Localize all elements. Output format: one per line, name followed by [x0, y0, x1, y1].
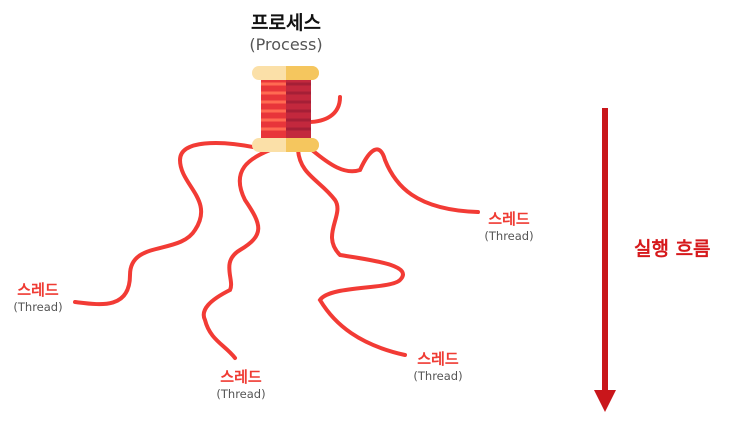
thread-label-left: 스레드 (Thread): [13, 281, 63, 314]
thread-strand-4: [310, 147, 480, 214]
process-title: 프로세스: [251, 12, 321, 34]
thread-label-lower-right: 스레드 (Thread): [413, 350, 463, 383]
arrow-down-icon: [594, 108, 616, 412]
thread-loose-end: [306, 95, 342, 124]
thread-label-bottom: 스레드 (Thread): [216, 368, 266, 401]
process-subtitle: (Process): [249, 35, 323, 54]
thread-strand-3: [296, 148, 407, 357]
execution-flow-label: 실행 흐름: [634, 238, 711, 260]
spool-icon: [252, 66, 319, 152]
thread-label-right: 스레드 (Thread): [484, 210, 534, 243]
thread-strand-2: [201, 148, 272, 360]
thread-strand-1: [73, 141, 260, 307]
process-label: 프로세스 (Process): [226, 8, 346, 54]
